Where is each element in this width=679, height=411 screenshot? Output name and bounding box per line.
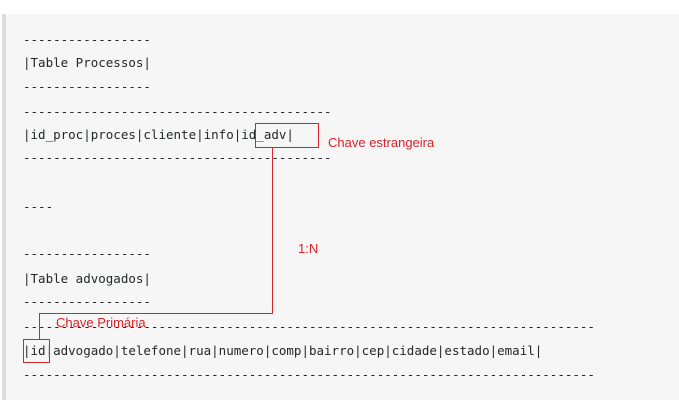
relationship-cardinality-label: 1:N: [298, 241, 319, 256]
relationship-connector-down: [39, 313, 40, 339]
code-line-separator: ----------------------------------------…: [23, 104, 332, 119]
code-line-separator: ----------------------------------------…: [23, 150, 332, 165]
relationship-connector-vertical: [272, 148, 273, 314]
foreign-key-label: Chave estrangeira: [328, 135, 435, 150]
primary-key-highlight-box: [23, 339, 50, 363]
code-line-separator: -----------------: [23, 79, 151, 94]
foreign-key-highlight-box: [255, 123, 319, 148]
code-line-separator: ----------------------------------------…: [23, 319, 595, 334]
code-line-separator: -----------------: [23, 32, 151, 47]
code-line-separator: -----------------: [23, 246, 151, 261]
primary-key-label: Chave Primária: [56, 315, 146, 330]
code-line-short-separator: ----: [23, 199, 54, 214]
code-line-processos-columns: |id_proc|proces|cliente|info|id_adv|: [23, 127, 294, 142]
code-block: [2, 14, 679, 400]
code-line-separator: ----------------------------------------…: [23, 367, 595, 382]
code-line-separator: -----------------: [23, 294, 151, 309]
code-line-table-advogados-title: |Table advogados|: [23, 271, 151, 286]
code-line-table-processos-title: |Table Processos|: [23, 55, 151, 70]
code-line-advogados-columns: |id|advogado|telefone|rua|numero|comp|ba…: [23, 343, 543, 358]
relationship-connector-horizontal: [39, 313, 273, 314]
